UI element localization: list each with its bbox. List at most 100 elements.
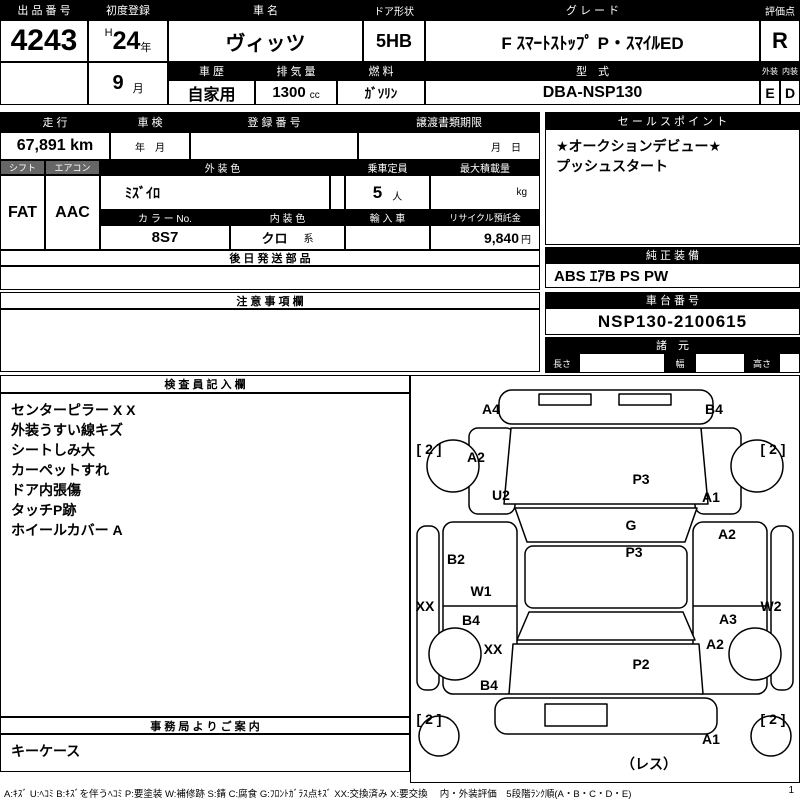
interior-color-unit: 系 (303, 234, 314, 245)
evaluation-label: 評価点 (760, 0, 800, 20)
era-mark: H (104, 27, 113, 39)
registration-month: 9 (112, 72, 124, 94)
caution-notes-label: 注 意 事 項 欄 (0, 292, 540, 309)
damage-mark: A2 (706, 636, 724, 652)
transfer-deadline-label: 譲渡書類期限 (358, 112, 540, 132)
first-registration-value: H 24 年 (88, 20, 168, 62)
lot-number-value: 4243 (0, 20, 88, 62)
interior-grade-value: D (780, 80, 800, 105)
left-rear-wheel (428, 627, 482, 681)
page-number: 1 (788, 785, 794, 796)
import-value (345, 225, 430, 250)
later-parts-label: 後 日 発 送 部 品 (0, 250, 540, 266)
damage-code-legend: A:ｷｽﾞ U:ﾍｺﾐ B:ｷｽﾞを伴うﾍｺﾐ P:要塗装 W:補修跡 S:錆 … (4, 789, 632, 800)
damage-mark: B4 (705, 401, 723, 417)
exterior-color-value: ﾐｽﾞｲﾛ (100, 175, 330, 210)
fuel-value: ｶﾞｿﾘﾝ (337, 80, 425, 105)
right-corner-wheel (750, 715, 792, 757)
damage-mark: A4 (482, 401, 500, 417)
lot-empty-cell (0, 62, 88, 105)
damage-mark: P3 (625, 544, 643, 560)
interior-color-name: クロ (261, 231, 288, 246)
color-number-value: 8S7 (100, 225, 230, 250)
capacity-value: 5 人 (345, 175, 430, 210)
displacement-unit: cc (309, 90, 320, 101)
equipment-label: 純 正 装 備 (545, 247, 800, 263)
exterior-grade-label: 外装 (760, 62, 780, 80)
recycle-unit: 円 (521, 235, 531, 246)
aircon-label: エアコン (45, 160, 100, 175)
damage-mark: [ 2 ] (760, 441, 786, 457)
roof-panel (524, 545, 688, 609)
shift-label: シフト (0, 160, 45, 175)
capacity-label: 乗車定員 (345, 160, 430, 175)
exterior-color-spacer (330, 175, 345, 210)
capacity-number: 5 (372, 182, 383, 202)
text-line: プッシュスタート (556, 158, 668, 174)
payload-label: 最大積載量 (430, 160, 540, 175)
payload-value: kg (430, 175, 540, 210)
damage-mark: A2 (718, 526, 736, 542)
later-parts-value (0, 266, 540, 290)
model-code-value: DBA-NSP130 (425, 80, 760, 105)
right-rear-wheel (728, 627, 782, 681)
damage-mark: W1 (470, 583, 492, 599)
registration-month-value: 9 月 (88, 62, 168, 105)
office-note-line: キーケース (11, 743, 81, 759)
text-line: タッチP跡 (11, 502, 77, 518)
length-label: 長さ (545, 353, 579, 373)
damage-mark: （レス） (621, 756, 677, 772)
grade-label: グ レ ー ド (425, 0, 760, 20)
text-line: ホイールカバー A (11, 522, 123, 538)
registration-number-label: 登 録 番 号 (190, 112, 358, 132)
damage-mark: A1 (702, 731, 720, 747)
inspection-value: 年 月 (110, 132, 190, 160)
right-front-wheel (730, 439, 784, 493)
damage-mark: B4 (462, 612, 480, 628)
hood-panel (503, 427, 709, 505)
car-history-value: 自家用 (168, 80, 255, 105)
car-outline-svg (416, 389, 794, 757)
rear-hatch (508, 643, 704, 695)
sales-points-box: ★オークションデビュー★プッシュスタート (545, 129, 800, 245)
damage-mark: P3 (632, 471, 650, 487)
damage-mark: B2 (447, 551, 465, 567)
width-label: 幅 (665, 353, 695, 373)
damage-mark: P2 (632, 656, 650, 672)
door-shape-value: 5HB (363, 20, 425, 62)
height-value (779, 353, 800, 373)
interior-grade-label: 内装 (780, 62, 800, 80)
damage-mark: G (625, 517, 637, 533)
grade-value: F ｽﾏｰﾄｽﾄｯﾌﾟ P・ｽﾏｲﾙED (425, 20, 760, 62)
left-corner-wheel (418, 715, 460, 757)
color-number-label: カ ラ ー No. (100, 210, 230, 225)
model-code-label: 型 式 (425, 62, 760, 80)
dimensions-label: 諸 元 (545, 337, 800, 353)
damage-mark: XX (415, 598, 435, 614)
text-line: カーペットすれ (11, 462, 109, 478)
damage-mark: B4 (480, 677, 498, 693)
damage-mark: [ 2 ] (416, 441, 442, 457)
door-shape-label: ドア形状 (363, 0, 425, 20)
text-line: シートしみ大 (11, 442, 95, 458)
inspection-label: 車 検 (110, 112, 190, 132)
exterior-color-label: 外 装 色 (100, 160, 345, 175)
rear-window (516, 611, 696, 641)
chassis-number-value: NSP130-2100615 (545, 308, 800, 335)
exterior-grade-value: E (760, 80, 780, 105)
interior-color-label: 内 装 色 (230, 210, 345, 225)
shift-value: FAT (0, 175, 45, 250)
car-name-label: 車 名 (168, 0, 363, 20)
payload-unit: kg (516, 187, 527, 198)
mileage-label: 走 行 (0, 112, 110, 132)
damage-mark: A1 (702, 489, 720, 505)
year-unit: 年 (140, 42, 152, 54)
left-front-wheel (426, 439, 480, 493)
fuel-label: 燃 料 (337, 62, 425, 80)
windshield (514, 507, 698, 543)
text-line: 外装うすい線キズ (11, 422, 123, 438)
recycle-deposit-label: リサイクル預託金 (430, 210, 540, 225)
equipment-value: ABS ｴｱB PS PW (545, 263, 800, 288)
